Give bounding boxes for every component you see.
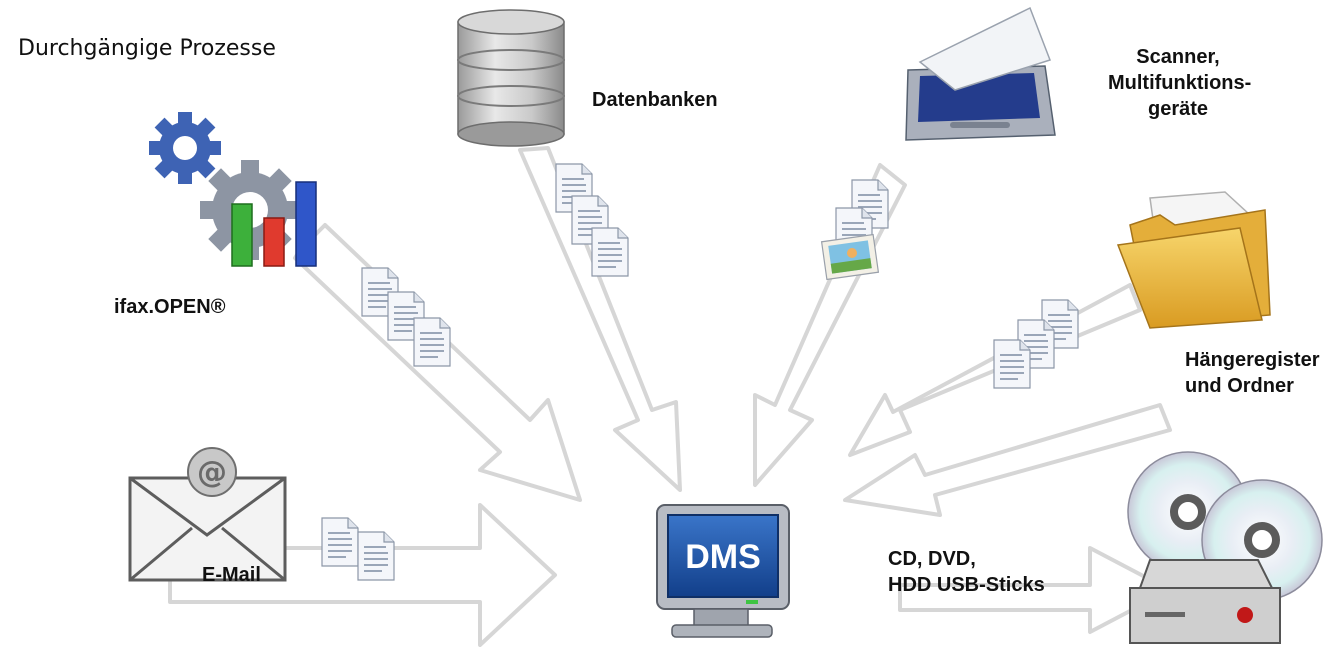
- monitor-icon: DMS: [656, 504, 790, 638]
- database-icon: [457, 9, 565, 147]
- cd-label: CD, DVD, HDD USB-Sticks: [888, 546, 1045, 598]
- scanner-icon: [905, 6, 1056, 141]
- datenbanken-label: Datenbanken: [592, 89, 718, 111]
- documents-haengeregister: [993, 299, 1079, 389]
- scanner-label-line: geräte: [1147, 98, 1209, 120]
- ifax-label: ifax.OPEN®: [114, 296, 226, 318]
- documents-email: [321, 517, 395, 581]
- cd-label-line: HDD USB-Sticks: [888, 574, 1045, 596]
- arrow-haengeregister: [848, 283, 1142, 457]
- svg-text:@: @: [197, 455, 227, 490]
- email-label: E-Mail: [202, 564, 261, 586]
- cd-drive-icon: [1127, 451, 1323, 644]
- documents-ifax: [361, 267, 451, 367]
- email-envelope-icon: @: [128, 447, 287, 582]
- cd-label-line: CD, DVD,: [888, 548, 976, 570]
- arrow-cd: [898, 546, 1172, 634]
- haengeregister-label: Hängeregister und Ordner: [1185, 347, 1320, 399]
- page-title: Durchgängige Prozesse: [18, 36, 276, 61]
- documents-scanner: [820, 179, 889, 281]
- gears-bar-chart-icon: [149, 112, 317, 267]
- haengeregister-label-line: Hängeregister: [1185, 349, 1320, 371]
- scanner-label: Scanner, Multifunktions- geräte: [1108, 44, 1252, 122]
- folder-icon: [1116, 191, 1271, 329]
- dms-label: DMS: [685, 538, 761, 576]
- scanner-label-line: Scanner,: [1136, 46, 1220, 68]
- scanner-label-line: Multifunktions-: [1108, 72, 1252, 94]
- arrow-haengeregister-lower: [843, 403, 1172, 517]
- haengeregister-label-line: und Ordner: [1185, 375, 1294, 397]
